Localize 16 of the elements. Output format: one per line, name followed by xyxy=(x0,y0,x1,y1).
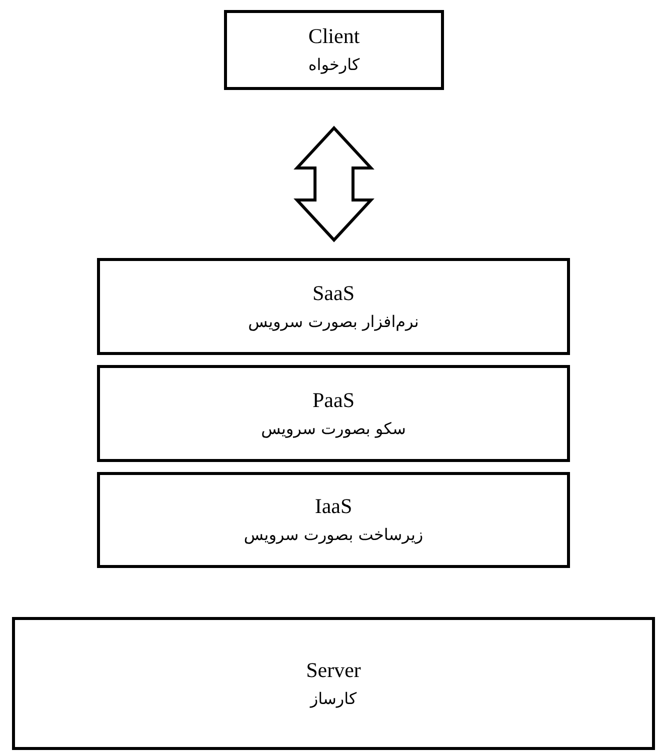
double-block-arrow xyxy=(294,126,374,242)
layer-title: PaaS xyxy=(312,388,354,413)
layer-subtitle: کارخواه xyxy=(308,55,360,76)
layer-title: Server xyxy=(306,658,361,683)
layer-title: IaaS xyxy=(314,494,352,520)
layer-subtitle: سکو بصورت سرویس xyxy=(261,418,406,440)
layer-box xyxy=(12,617,655,750)
layer-subtitle: زیرساخت بصورت سرویس xyxy=(244,525,424,546)
layer-subtitle: کارساز xyxy=(310,688,357,710)
layer-title: Client xyxy=(308,24,360,50)
layer-box xyxy=(97,258,570,355)
layer-subtitle: نرم‌افزار بصورت سرویس xyxy=(248,312,419,332)
layer-box xyxy=(97,365,570,462)
layer-box xyxy=(97,472,570,568)
layer-title: SaaS xyxy=(312,280,354,306)
layer-box xyxy=(224,10,444,90)
